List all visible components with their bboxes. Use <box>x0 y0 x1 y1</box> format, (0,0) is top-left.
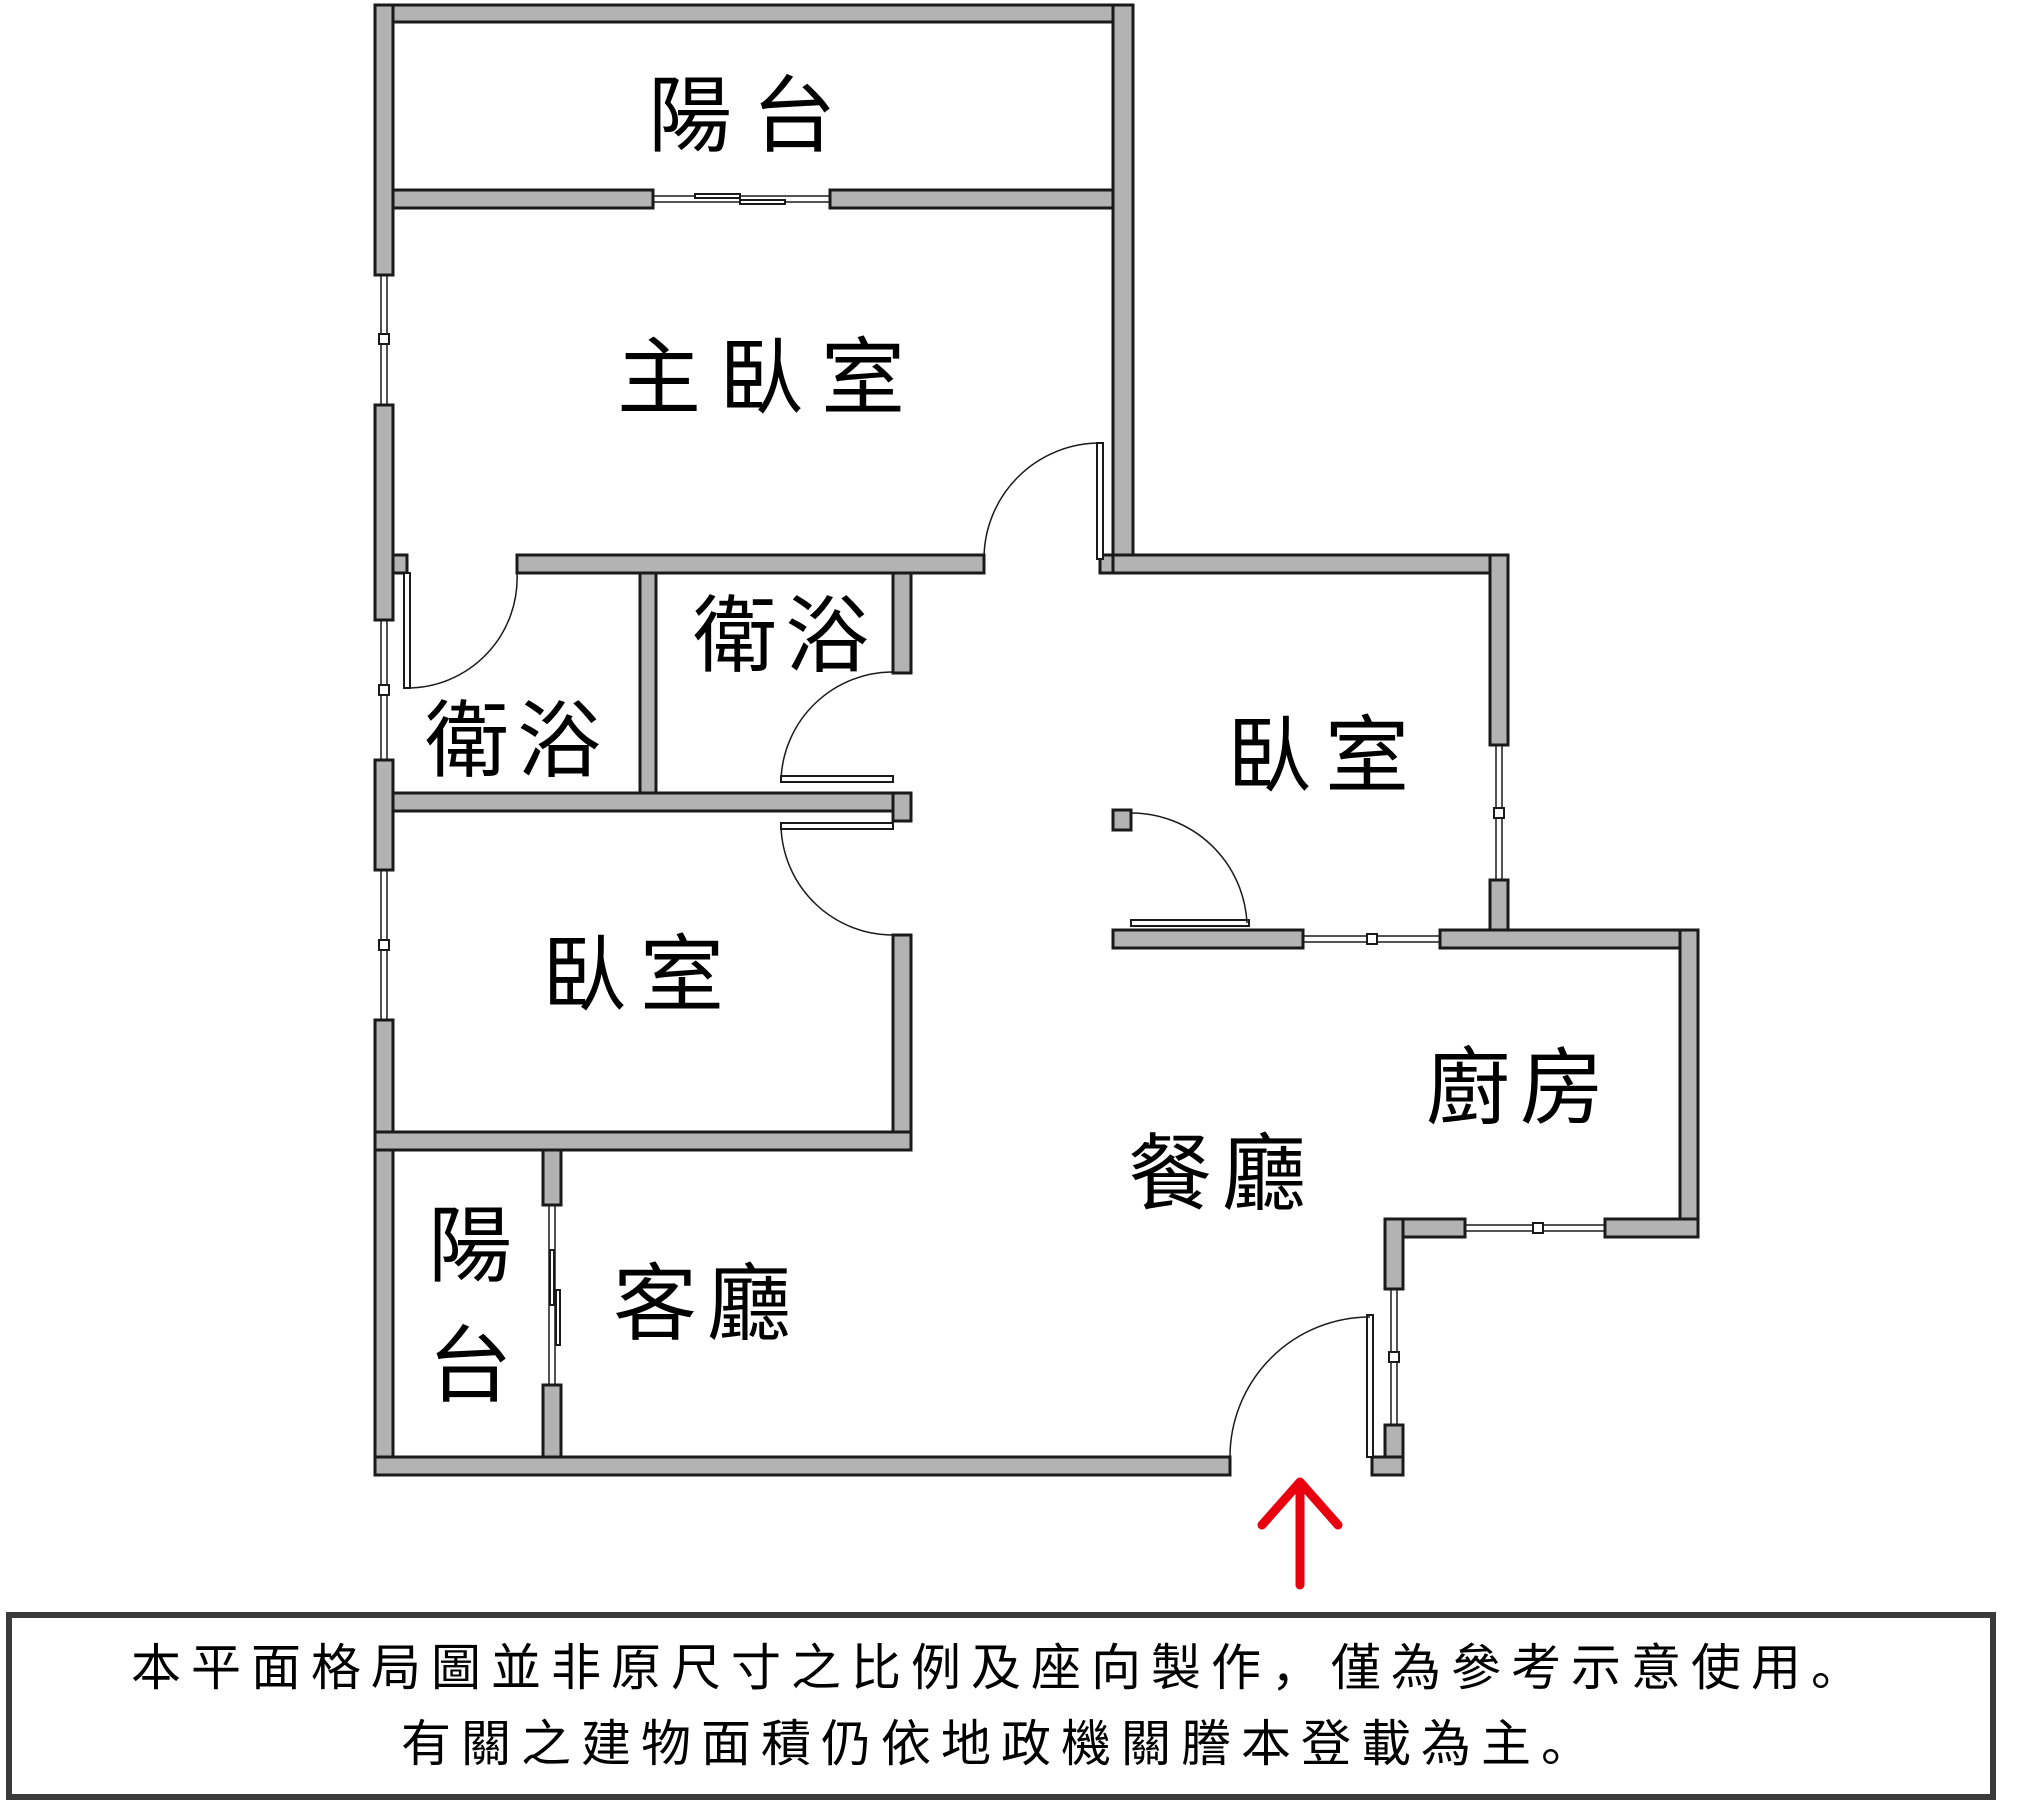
windows <box>378 193 1605 1425</box>
window <box>694 193 741 199</box>
wall <box>391 553 409 575</box>
wall <box>1603 1217 1700 1239</box>
wall <box>373 758 395 872</box>
door <box>780 825 894 936</box>
window <box>378 939 390 951</box>
disclaimer-line-1: 本平面格局圖並非原尺寸之比例及座向製作，僅為參考示意使用。 <box>131 1639 1871 1697</box>
window <box>549 1249 555 1306</box>
window <box>1388 1351 1400 1363</box>
door <box>1096 442 1104 560</box>
door <box>1130 919 1250 927</box>
wall <box>828 188 1115 210</box>
door <box>1229 1316 1371 1458</box>
room-label-dining: 餐廳 <box>1128 1125 1316 1223</box>
wall <box>1383 1217 1405 1291</box>
door <box>780 671 894 780</box>
wall <box>373 3 395 277</box>
window <box>1532 1222 1544 1234</box>
door <box>403 572 411 689</box>
wall <box>1111 928 1305 950</box>
wall <box>373 1130 913 1152</box>
door <box>1366 1314 1374 1458</box>
wall <box>1678 928 1700 1239</box>
window <box>1493 807 1505 819</box>
wall <box>891 571 913 675</box>
room-label-balcony-left-top: 陽 <box>428 1197 512 1295</box>
entrance-arrow-icon <box>1257 1477 1343 1590</box>
disclaimer-box: 本平面格局圖並非原尺寸之比例及座向製作，僅為參考示意使用。 有關之建物面積仍依地… <box>6 1612 1996 1800</box>
room-label-balcony-top: 陽台 <box>648 67 856 165</box>
room-label-master-bedroom: 主臥室 <box>617 329 923 427</box>
door <box>1130 812 1248 924</box>
door <box>406 572 518 689</box>
walls <box>373 3 1700 1477</box>
room-label-bedroom-left: 臥室 <box>542 926 738 1024</box>
wall <box>373 403 395 622</box>
room-labels: 陽台 主臥室 衛浴 衛浴 臥室 臥室 廚房 餐廳 客廳 陽 台 <box>425 67 1614 1415</box>
room-label-bathroom-right: 衛浴 <box>693 587 877 685</box>
wall <box>373 1455 1232 1477</box>
wall <box>373 1018 395 1477</box>
door <box>780 775 894 783</box>
wall <box>1438 928 1700 950</box>
door <box>983 442 1101 560</box>
wall <box>1370 1455 1405 1477</box>
doors <box>403 442 1374 1458</box>
disclaimer-line-2: 有關之建物面積仍依地政機關謄本登載為主。 <box>401 1715 1601 1773</box>
wall <box>391 188 655 210</box>
window <box>739 199 786 205</box>
window <box>1366 933 1378 945</box>
wall <box>515 553 986 575</box>
wall <box>391 791 913 813</box>
wall <box>1111 553 1510 575</box>
window <box>378 684 390 696</box>
room-label-kitchen: 廚房 <box>1426 1039 1614 1137</box>
wall <box>373 3 1135 24</box>
room-label-living: 客廳 <box>613 1255 801 1353</box>
wall <box>541 1148 563 1207</box>
wall <box>891 791 913 823</box>
room-label-bathroom-left: 衛浴 <box>425 692 609 790</box>
wall <box>541 1383 563 1459</box>
wall <box>1111 808 1133 832</box>
door <box>780 822 894 830</box>
wall <box>1111 3 1135 572</box>
window <box>378 333 390 345</box>
entrance-arrow-head <box>1257 1477 1343 1530</box>
window <box>555 1289 561 1346</box>
room-label-bedroom-right: 臥室 <box>1227 707 1423 805</box>
room-label-balcony-left-bottom: 台 <box>428 1317 512 1415</box>
floor-plan: 陽台 主臥室 衛浴 衛浴 臥室 臥室 廚房 餐廳 客廳 陽 台 <box>373 3 1700 1590</box>
wall <box>638 571 658 795</box>
wall <box>1488 553 1510 747</box>
wall <box>891 933 913 1152</box>
